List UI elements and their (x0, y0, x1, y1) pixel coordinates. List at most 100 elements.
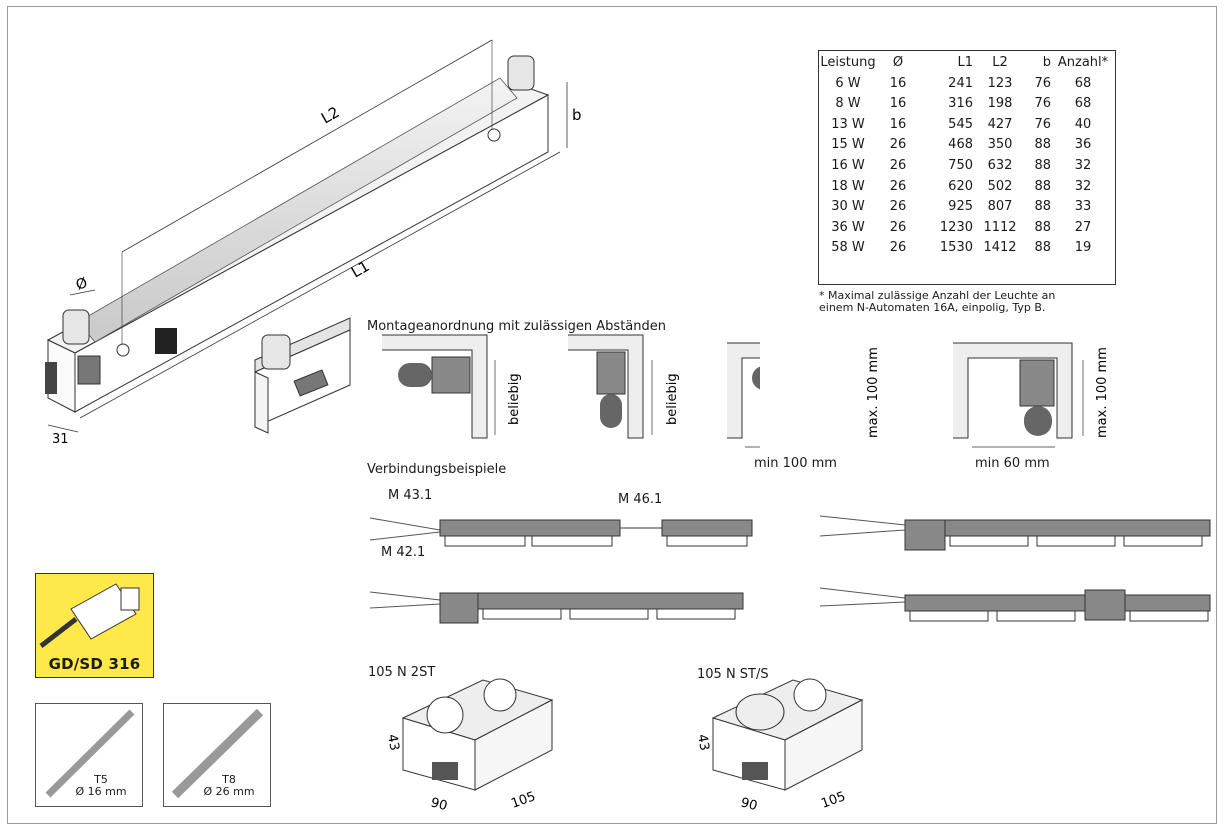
min-label-1: min 100 mm (754, 456, 837, 471)
cell: 36 (1074, 137, 1092, 153)
box-sts-dim-105: 105 (819, 789, 847, 812)
cell: 1530 (939, 240, 973, 256)
box-2st-dim-105: 105 (509, 789, 537, 812)
cell: 6 W (835, 75, 861, 91)
cell: 88 (1034, 219, 1051, 235)
box-2st-dim-43: 43 (384, 733, 402, 752)
lamp-t8-caption: T8 Ø 26 mm (194, 774, 264, 798)
cell: 76 (1034, 75, 1051, 91)
cell: 16 (889, 116, 907, 132)
beliebig-label-1: beliebig (507, 373, 522, 425)
cell: 1412 (983, 240, 1017, 256)
box-sts-dim-90: 90 (739, 795, 759, 814)
cell: 88 (1034, 199, 1051, 215)
cell: 76 (1034, 116, 1051, 132)
col-b: b (1042, 55, 1051, 70)
cell: 19 (1074, 240, 1092, 256)
max-label-2: max. 100 mm (1095, 347, 1110, 438)
lamp-t8-box: T8 Ø 26 mm (163, 703, 271, 807)
cell: 26 (889, 137, 907, 153)
box-sts-label: 105 N ST/S (697, 667, 769, 682)
cell: 241 (948, 75, 973, 91)
table-row: 36 W 26 1230 1112 88 27 (819, 218, 1115, 239)
cell: 545 (948, 116, 973, 132)
cell: 68 (1074, 96, 1092, 112)
cell: 88 (1034, 157, 1051, 173)
cell: 26 (889, 178, 907, 194)
cell: 33 (1074, 199, 1092, 215)
col-leistung: Leistung (820, 55, 876, 70)
cell: 16 W (831, 157, 865, 173)
cell: 198 (987, 96, 1013, 112)
cell: 26 (889, 219, 907, 235)
lamp-t8-diameter: Ø 26 mm (203, 785, 255, 798)
cell: 27 (1074, 219, 1092, 235)
box-2st-dim-90: 90 (429, 795, 449, 814)
lamp-t5-box: T5 Ø 16 mm (35, 703, 143, 807)
cell: 123 (987, 75, 1013, 91)
table-row: 16 W 26 750 632 88 32 (819, 156, 1115, 177)
cell: 13 W (831, 116, 865, 132)
cell: 26 (889, 199, 907, 215)
cell: 1112 (983, 219, 1017, 235)
spec-header-row: Leistung Ø L1 L2 b Anzahl* (819, 53, 1115, 74)
max-label-1: max. 100 mm (866, 347, 881, 438)
m461-label: M 46.1 (618, 492, 663, 507)
table-row: 15 W 26 468 350 88 36 (819, 135, 1115, 156)
cell: 807 (987, 199, 1013, 215)
cell: 925 (948, 199, 973, 215)
plug-icon (39, 583, 140, 648)
cell: 8 W (835, 96, 861, 112)
lamp-t5-diameter: Ø 16 mm (75, 785, 127, 798)
cell: 350 (987, 137, 1013, 153)
spec-table: Leistung Ø L1 L2 b Anzahl* 6 W 16 241 123 76… (818, 50, 1116, 285)
gd-sd-316-badge: GD/SD 316 (35, 573, 154, 678)
cell: 88 (1034, 137, 1051, 153)
cell: 1230 (939, 219, 973, 235)
dim-31-label: 31 (52, 432, 69, 447)
min-label-2: min 60 mm (975, 456, 1050, 471)
table-footnote: * Maximal zulässige Anzahl der Leuchte a… (819, 290, 1139, 314)
col-l2: L2 (992, 55, 1008, 70)
badge-label: GD/SD 316 (48, 655, 141, 673)
cell: 632 (987, 157, 1013, 173)
cell: 32 (1074, 178, 1092, 194)
m431-label: M 43.1 (388, 488, 433, 503)
m421-label: M 42.1 (381, 545, 426, 560)
table-row: 18 W 26 620 502 88 32 (819, 177, 1115, 198)
cell: 18 W (831, 178, 865, 194)
cell: 750 (948, 157, 973, 173)
cell: 88 (1034, 178, 1051, 194)
verbindung-title: Verbindungsbeispiele (367, 462, 507, 477)
cell: 15 W (831, 137, 865, 153)
cell: 620 (948, 178, 973, 194)
cell: 316 (948, 96, 973, 112)
col-l1: L1 (957, 55, 973, 70)
lamp-t5-caption: T5 Ø 16 mm (66, 774, 136, 798)
luminaire-drawing: L2 L1 b Ø 31 (45, 39, 760, 448)
lamp-t8-name: T8 (222, 773, 236, 786)
box-2st-label: 105 N 2ST (368, 665, 436, 680)
cell: 26 (889, 157, 907, 173)
cell: 502 (987, 178, 1013, 194)
cell: 16 (889, 75, 907, 91)
cell: 36 W (831, 219, 865, 235)
beliebig-label-2: beliebig (665, 373, 680, 425)
montage-title: Montageanordnung mit zulässigen Abstände… (367, 319, 666, 334)
table-row: 6 W 16 241 123 76 68 (819, 74, 1115, 95)
cell: 88 (1034, 240, 1051, 256)
box-sts-dim-43: 43 (694, 733, 712, 752)
cell: 68 (1074, 75, 1092, 91)
cell: 16 (889, 96, 907, 112)
cell: 32 (1074, 157, 1092, 173)
cell: 468 (948, 137, 973, 153)
col-anzahl: Anzahl* (1057, 55, 1109, 70)
cell: 58 W (831, 240, 865, 256)
footnote-line-2: einem N-Automaten 16A, einpolig, Typ B. (819, 301, 1046, 314)
lamp-t5-name: T5 (94, 773, 108, 786)
